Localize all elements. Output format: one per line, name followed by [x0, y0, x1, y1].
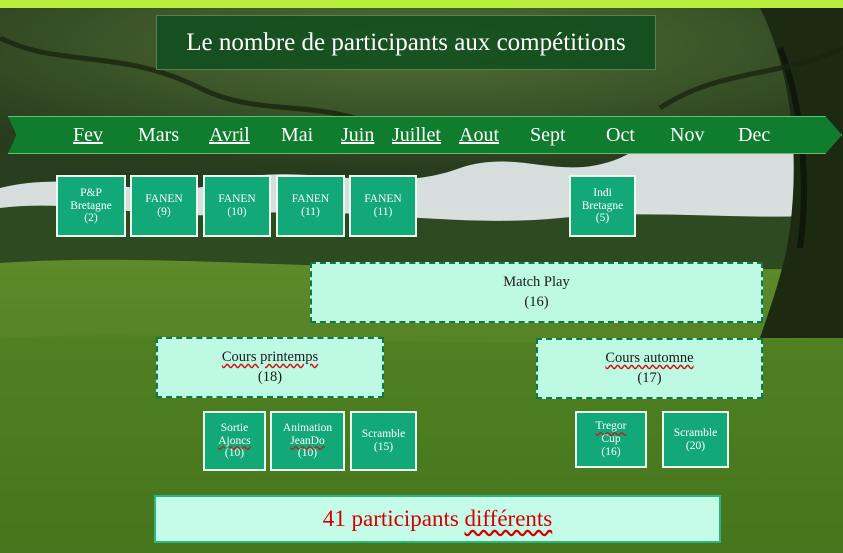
event-count: (10) [227, 206, 247, 218]
event-label: FANEN [364, 193, 402, 206]
event-match-play: Match Play (16) [310, 262, 763, 323]
event-count: (20) [685, 439, 706, 452]
event-label: Scramble [673, 426, 718, 439]
month-nov: Nov [670, 124, 705, 146]
event-indi-bretagne: Indi Bretagne (5) [569, 175, 636, 237]
event-fanen-juin: FANEN (11) [349, 175, 417, 237]
event-label: P&P [80, 186, 102, 199]
event-fanen-mars: FANEN (9) [130, 175, 198, 237]
event-count: (10) [224, 447, 245, 460]
event-cours-printemps: Cours printemps (18) [156, 337, 384, 398]
event-count: (10) [297, 447, 318, 460]
month-juillet: Juillet [392, 124, 441, 146]
event-label: JeanDo [290, 434, 325, 447]
event-label: Ajoncs [218, 434, 251, 447]
month-aout: Aout [459, 124, 499, 146]
month-mars: Mars [138, 124, 180, 146]
page-title: Le nombre de participants aux compétitio… [156, 15, 656, 70]
month-dec: Dec [738, 124, 771, 146]
event-label: FANEN [218, 193, 256, 206]
event-fanen-avril: FANEN (10) [203, 175, 271, 237]
event-label: Match Play [503, 273, 570, 290]
event-sortie-ajoncs: Sortie Ajoncs (10) [203, 411, 266, 471]
event-count: (11) [301, 206, 320, 218]
event-label: Animation [282, 421, 333, 434]
event-scramble-autumn: Scramble (20) [662, 411, 729, 468]
month-fev: Fev [73, 124, 103, 146]
month-mai: Mai [281, 124, 314, 146]
event-label: Bretagne [581, 199, 624, 212]
event-count: (18) [257, 368, 283, 385]
event-animation-jeando: Animation JeanDo (10) [270, 411, 345, 471]
event-count: (9) [157, 206, 171, 218]
months-banner [8, 116, 842, 154]
event-label: Cours printemps [221, 348, 319, 365]
event-label: Cup [601, 433, 621, 446]
event-label: Bretagne [70, 199, 112, 212]
event-count: (15) [373, 441, 394, 453]
total-number: 41 [322, 506, 346, 531]
event-tregor-cup: Tregor Cup (16) [575, 411, 647, 468]
month-avril: Avril [209, 124, 250, 146]
event-fanen-mai: FANEN (11) [276, 175, 345, 237]
event-pp-bretagne: P&P Bretagne (2) [56, 175, 126, 237]
top-accent-bar [0, 0, 843, 8]
event-scramble-spring: Scramble (15) [350, 411, 417, 471]
event-label: FANEN [145, 193, 183, 206]
event-label: Scramble [361, 428, 406, 441]
event-label: Sortie [220, 421, 249, 434]
event-count: (11) [373, 206, 393, 218]
event-count: (2) [84, 212, 98, 225]
event-label: Indi [593, 186, 612, 199]
total-word: différents [464, 506, 553, 531]
event-label: Tregor [595, 420, 627, 433]
event-cours-automne: Cours automne (17) [536, 338, 763, 399]
month-oct: Oct [606, 124, 635, 146]
event-count: (16) [524, 293, 549, 310]
month-sept: Sept [530, 124, 566, 146]
event-label: Cours automne [605, 349, 694, 366]
event-count: (5) [595, 212, 610, 225]
total-participants-box: 41 participants différents [154, 495, 721, 543]
event-count: (17) [637, 369, 662, 386]
event-count: (16) [601, 445, 621, 458]
month-juin: Juin [341, 124, 375, 146]
total-word: participants [351, 506, 459, 531]
event-label: FANEN [291, 193, 330, 206]
